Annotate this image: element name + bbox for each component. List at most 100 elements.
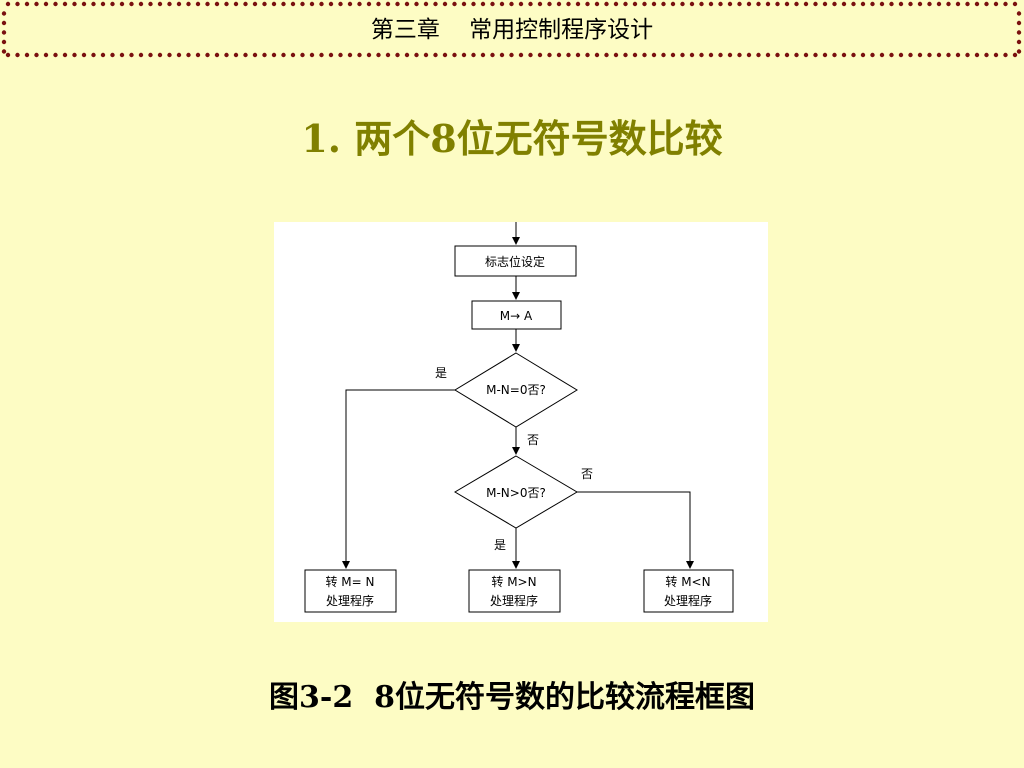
border-dot (965, 1, 970, 7)
border-dot (670, 52, 676, 58)
border-dot (917, 1, 923, 7)
border-dot (803, 1, 809, 7)
border-dot (908, 52, 913, 58)
border-dot (708, 52, 714, 58)
border-dot (537, 52, 543, 58)
border-dot (765, 52, 771, 58)
border-dot (119, 52, 125, 58)
greater-handler-box (468, 569, 561, 613)
border-dot (794, 1, 799, 7)
border-dot (15, 52, 20, 58)
border-dot (651, 52, 657, 58)
border-dot (518, 1, 524, 7)
border-dot (110, 52, 115, 58)
border-dot (490, 52, 495, 58)
border-dot (452, 1, 457, 7)
border-dot (461, 52, 467, 58)
border-dot (556, 1, 562, 7)
equal-handler-line1: 转 M= N (325, 574, 374, 589)
border-dot (908, 1, 913, 7)
border-dot (433, 1, 438, 7)
border-dot (499, 1, 505, 7)
border-dot (727, 1, 733, 7)
border-dot (860, 1, 866, 7)
border-dot (176, 52, 182, 58)
border-dot (72, 52, 77, 58)
border-dot (100, 52, 106, 58)
border-dot (1016, 20, 1022, 26)
border-dot (870, 1, 875, 7)
border-dot (5, 52, 11, 58)
border-dot (252, 52, 258, 58)
border-dot (309, 1, 315, 7)
border-dot (186, 1, 191, 7)
border-dot (347, 52, 353, 58)
border-dot (300, 52, 305, 58)
greater-handler-line1: 转 M>N (491, 574, 536, 589)
border-dot (423, 1, 429, 7)
border-dot (81, 52, 87, 58)
border-dot (205, 52, 210, 58)
border-dot (167, 52, 172, 58)
slide-heading: 1. 两个8位无符号数比较 (301, 116, 723, 161)
border-dot (860, 52, 866, 58)
border-dot (765, 1, 771, 7)
flowchart-figure: 标志位设定 M→ A M-N=0否? 是 否 M-N>0否? 否 是 转 M= … (274, 222, 768, 622)
chapter-title: 第三章 常用控制程序设计 (370, 17, 654, 43)
border-dot (1016, 49, 1022, 54)
border-dot (775, 1, 780, 7)
border-dot (300, 1, 305, 7)
border-dot (984, 1, 989, 7)
border-dot (214, 1, 220, 7)
border-dot (832, 52, 837, 58)
border-dot (281, 52, 286, 58)
border-dot (575, 1, 581, 7)
border-dot (813, 52, 818, 58)
border-dot (803, 52, 809, 58)
dotted-border (1, 1, 1022, 58)
equal-decision-label: M-N=0否? (486, 383, 546, 397)
border-dot (670, 1, 676, 7)
border-dot (138, 52, 144, 58)
greater-handler-line2: 处理程序 (490, 593, 538, 608)
border-dot (224, 52, 229, 58)
border-dot (879, 52, 885, 58)
border-dot (404, 1, 410, 7)
border-dot (594, 1, 600, 7)
border-dot (651, 1, 657, 7)
border-dot (708, 1, 714, 7)
border-dot (243, 52, 248, 58)
border-dot (271, 52, 277, 58)
border-dot (1012, 1, 1018, 7)
border-dot (395, 1, 400, 7)
border-dot (784, 52, 790, 58)
border-dot (746, 1, 752, 7)
set-flags-label: 标志位设定 (485, 254, 545, 269)
border-dot (737, 1, 742, 7)
border-dot (43, 1, 49, 7)
border-dot (442, 1, 448, 7)
border-dot (1, 30, 7, 35)
flowchart-svg: 标志位设定 M→ A M-N=0否? 是 否 M-N>0否? 否 是 转 M= … (304, 222, 734, 613)
border-dot (119, 1, 125, 7)
border-dot (993, 52, 999, 58)
border-dot (879, 1, 885, 7)
border-dot (936, 52, 942, 58)
border-dot (138, 1, 144, 7)
border-dot (898, 1, 904, 7)
border-dot (499, 52, 505, 58)
border-dot (974, 1, 980, 7)
border-dot (157, 1, 163, 7)
greater-no-arrow (577, 491, 694, 569)
border-dot (5, 1, 11, 7)
border-dot (537, 1, 543, 7)
border-dot (480, 1, 486, 7)
border-dot (43, 52, 49, 58)
border-dot (927, 1, 932, 7)
border-dot (281, 1, 286, 7)
border-dot (984, 52, 989, 58)
border-dot (528, 1, 533, 7)
border-dot (775, 52, 780, 58)
set-flags-box (454, 245, 577, 277)
border-dot (319, 52, 324, 58)
